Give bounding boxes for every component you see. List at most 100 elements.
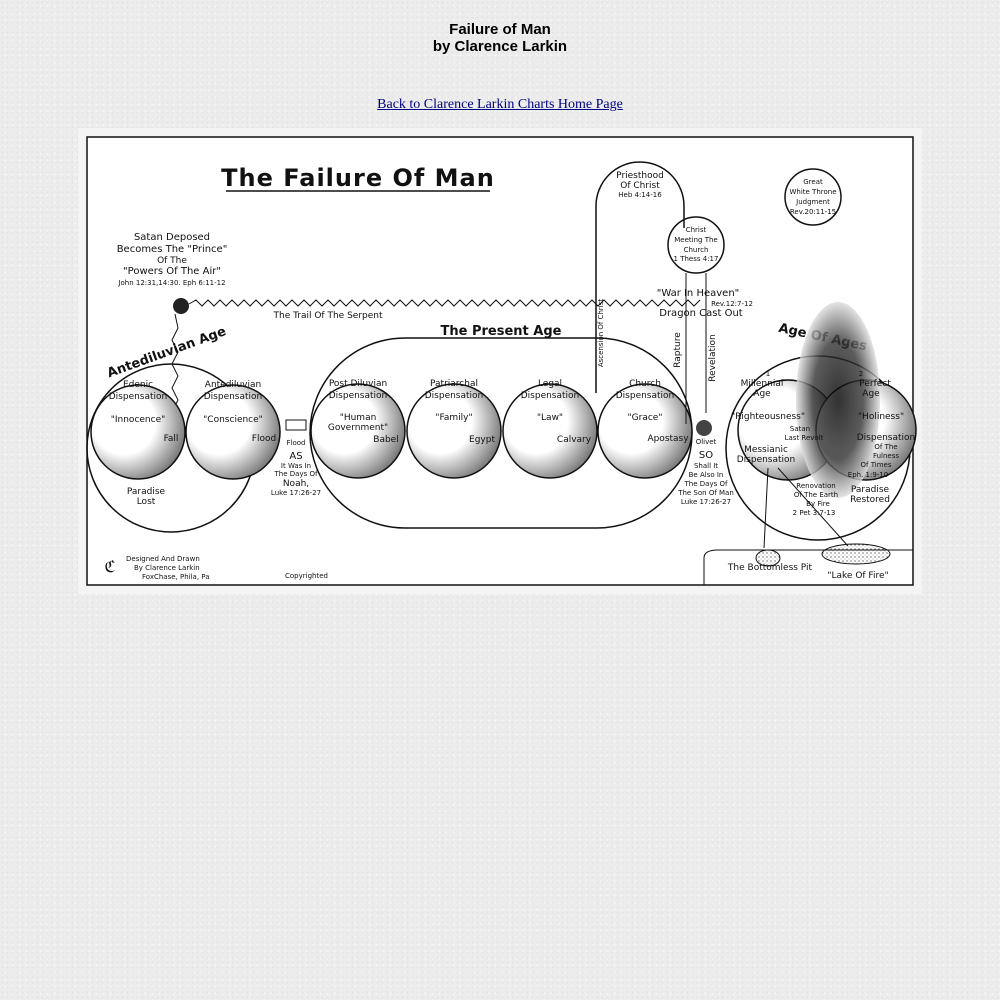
designed-line-2: By Clarence Larkin <box>134 564 200 572</box>
legal-title: Legal <box>538 379 562 389</box>
ark-icon <box>285 419 307 431</box>
antediluvian-dispensation-circle <box>185 384 281 480</box>
great-white-4: Rev.20:11-15 <box>790 208 836 216</box>
great-white-3: Judgment <box>795 198 830 206</box>
legal-circle <box>502 383 598 479</box>
satan-label: Satan <box>790 425 810 433</box>
so-line-6: Luke 17:26-27 <box>681 498 731 506</box>
millennial-3: Age <box>753 389 771 399</box>
rapture-label: Rapture <box>673 332 683 368</box>
so-line-4: The Days Of <box>684 480 728 488</box>
satan-line-2: Becomes The "Prince" <box>117 244 228 255</box>
antediluvian-flood: Flood <box>252 434 276 444</box>
perfect-fulness: Fulness <box>873 452 899 460</box>
priesthood-line-1: Priesthood <box>616 171 664 181</box>
pit-icon <box>755 549 781 567</box>
perfect-dispensation: Dispensation <box>857 433 916 443</box>
christ-meeting-4: 1 Thess 4:17 <box>674 255 719 263</box>
post-diluvian-circle <box>310 383 406 479</box>
revelation-label: Revelation <box>708 334 718 382</box>
church-apostasy: Apostasy <box>647 434 689 444</box>
so-line-2: Shall It <box>694 462 718 470</box>
legal-group: Legal Dispensation "Law" Calvary <box>502 379 598 479</box>
satan-line-4: "Powers Of The Air" <box>123 266 221 277</box>
patriarchal-group: Patriarchal Dispensation "Family" Egypt <box>406 379 502 479</box>
christ-meeting-circle <box>667 216 725 274</box>
perfect-holiness: "Holiness" <box>858 412 904 422</box>
millennial-righteousness: "Righteousness" <box>731 412 805 422</box>
so-label: SO <box>699 450 713 461</box>
so-line-3: Be Also In <box>689 471 724 479</box>
lake-of-fire-icon <box>821 543 891 565</box>
post-diluvian-group: Post Diluvian Dispensation "Human Govern… <box>310 379 406 479</box>
serpent-trail-label: The Trail Of The Serpent <box>273 311 383 321</box>
perfect-of-times: Of Times <box>861 461 892 469</box>
patriarchal-title: Patriarchal <box>430 379 478 389</box>
edenic-dispensation: Dispensation <box>109 392 168 402</box>
as-line-4: Noah, <box>283 479 309 489</box>
post-diluvian-babel: Babel <box>373 435 398 445</box>
bottomless-pit-label: The Bottomless Pit <box>727 563 813 573</box>
priesthood-arch <box>595 161 685 393</box>
perfect-of-the: Of The <box>874 443 897 451</box>
page-subtitle: by Clarence Larkin <box>432 38 568 55</box>
satan-deposed-block: Satan Deposed Becomes The "Prince" Of Th… <box>117 232 228 287</box>
millennial-1: 1 <box>766 370 770 378</box>
bottomless-pit-outline <box>703 549 913 585</box>
flood-label: Flood <box>287 439 306 447</box>
paradise-restored-2: Restored <box>850 495 890 505</box>
renovation-3: By Fire <box>806 500 830 508</box>
lake-line <box>777 467 849 547</box>
post-diluvian-title: Post Diluvian <box>329 379 387 389</box>
satan-line-3: Of The <box>157 256 187 266</box>
back-to-home-link[interactable]: Back to Clarence Larkin Charts Home Page <box>377 97 623 112</box>
legal-calvary: Calvary <box>557 435 592 445</box>
copyright-label: Copyrighted <box>285 572 328 580</box>
war-in-heaven-label: "War In Heaven" <box>657 288 740 299</box>
rev-12-label: Rev.12:7-12 <box>711 300 753 308</box>
antediluvian-conscience: "Conscience" <box>203 415 263 425</box>
perfect-3: Age <box>862 389 880 399</box>
olivet-label: Olivet <box>696 438 717 446</box>
larkin-monogram-icon: ℭ <box>104 557 115 576</box>
great-white-2: White Throne <box>789 188 836 196</box>
designed-line-3: FoxChase, Phila, Pa <box>142 573 210 581</box>
page-header: Failure of Man by Clarence Larkin <box>0 21 1000 55</box>
perfect-1: 2 <box>859 370 863 378</box>
ascension-label: Ascension Of Christ <box>597 299 605 368</box>
christ-meeting-3: Church <box>684 246 709 254</box>
legal-law: "Law" <box>537 413 563 423</box>
back-link-row: Back to Clarence Larkin Charts Home Page <box>0 97 1000 113</box>
edenic-innocence: "Innocence" <box>111 415 166 425</box>
dragon-cast-out-label: Dragon Cast Out <box>659 308 743 319</box>
antediluvian-dispensation: Dispensation <box>204 392 263 402</box>
serpent-head-icon <box>173 298 189 314</box>
chart-border <box>86 136 914 586</box>
antediluvian-title: Antediluvian <box>205 380 261 390</box>
chart-svg: The Failure Of Man Satan Deposed Becomes… <box>86 136 917 586</box>
church-grace: "Grace" <box>628 413 663 423</box>
paradise-lost-2: Lost <box>137 497 156 507</box>
priesthood-line-2: Of Christ <box>620 181 660 191</box>
church-group: Church Dispensation "Grace" Apostasy <box>597 379 693 479</box>
legal-dispensation: Dispensation <box>521 391 580 401</box>
christ-meeting-2: Meeting The <box>674 236 717 244</box>
christ-meeting-1: Christ <box>686 226 707 234</box>
patriarchal-egypt: Egypt <box>469 435 495 445</box>
edenic-title: Edenic <box>123 380 153 390</box>
patriarchal-dispensation: Dispensation <box>425 391 484 401</box>
priesthood-line-3: Heb 4:14-16 <box>618 191 662 199</box>
patriarchal-circle <box>406 383 502 479</box>
so-line-5: The Son Of Man <box>677 489 734 497</box>
patriarchal-family: "Family" <box>435 413 472 423</box>
perfect-2: Perfect <box>859 379 891 389</box>
paradise-restored-1: Paradise <box>851 485 890 495</box>
edenic-circle <box>90 384 186 480</box>
millennial-messianic: Messianic <box>744 445 788 455</box>
millennial-2: Millennial <box>741 379 784 389</box>
perfect-eph: Eph. 1:9-10 <box>848 471 888 479</box>
as-line-5: Luke 17:26-27 <box>271 489 321 497</box>
page-title: Failure of Man <box>449 21 551 38</box>
satan-line-5: John 12:31,14:30. Eph 6:11-12 <box>117 279 225 287</box>
great-white-1: Great <box>803 178 823 186</box>
